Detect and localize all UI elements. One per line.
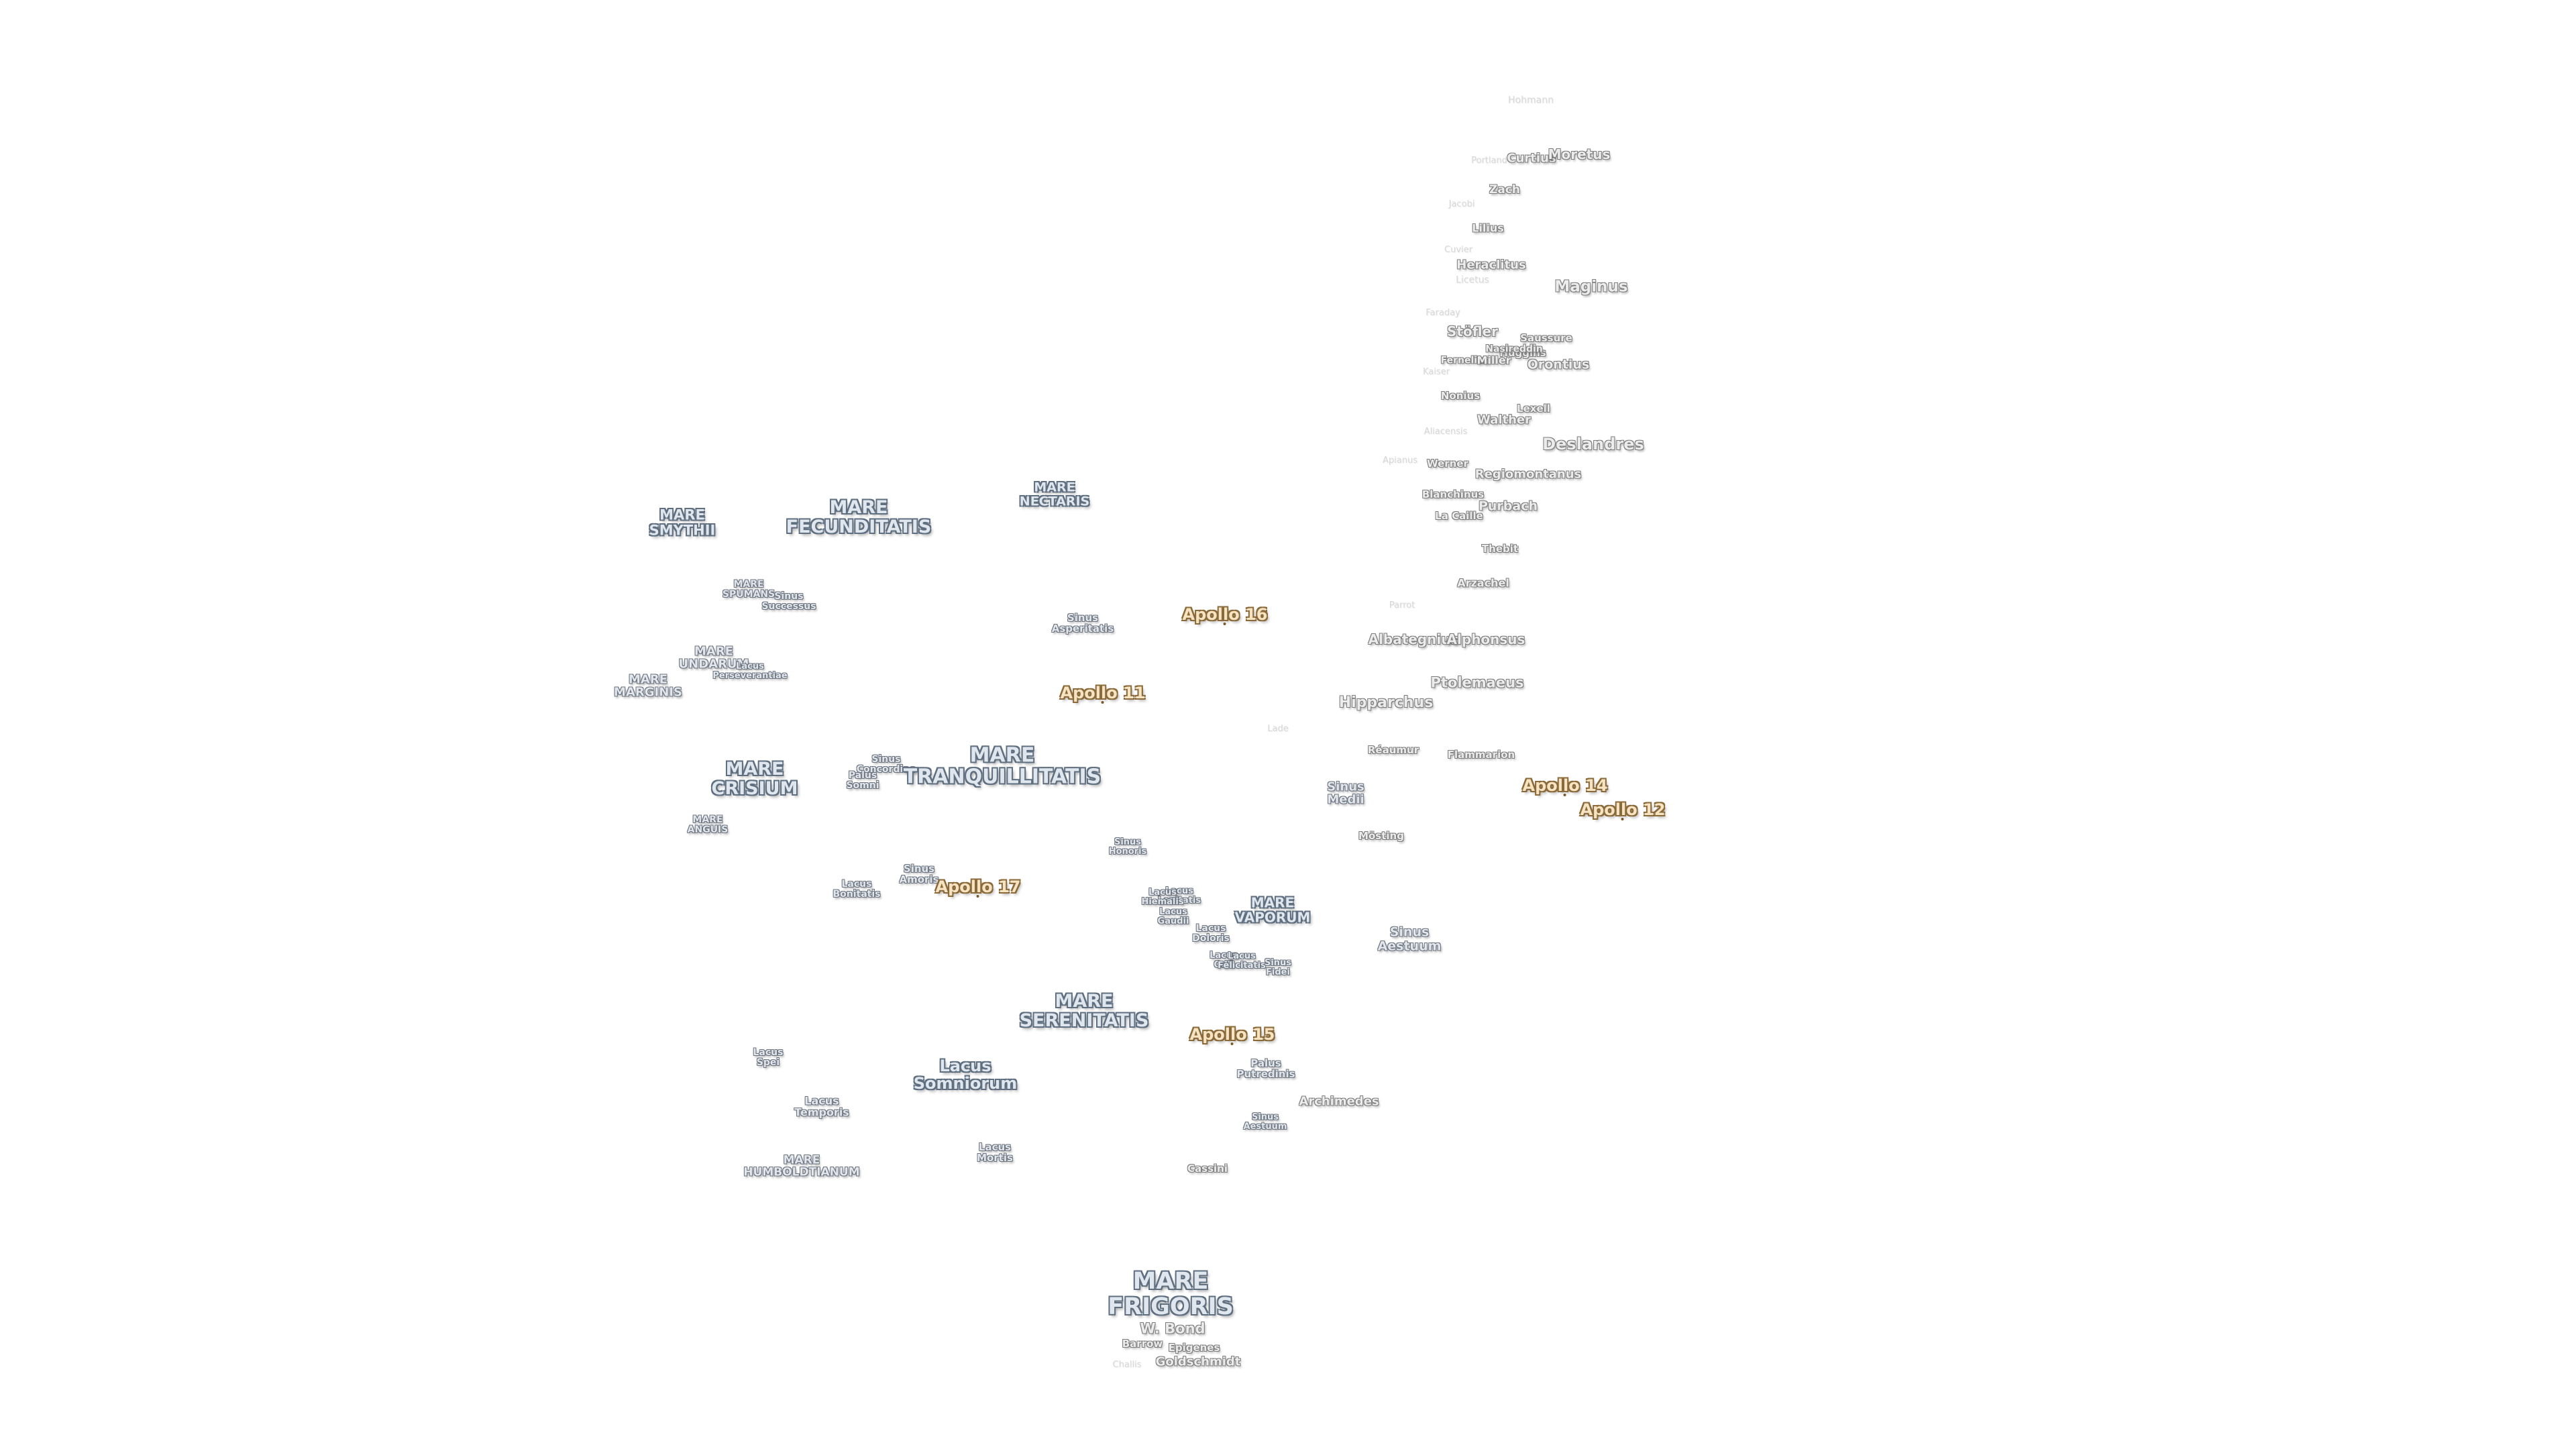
map-label-jacobi[interactable]: Jacobi (1448, 199, 1475, 209)
map-label-mare-tranquillitatis[interactable]: MARE TRANQUILLITATIS (903, 743, 1102, 789)
map-label-zach[interactable]: Zach (1489, 182, 1520, 197)
map-label-lilius[interactable]: Lilius (1472, 221, 1504, 235)
map-label-cuvier[interactable]: Cuvier (1444, 244, 1472, 255)
map-label-apollo-17[interactable]: Apollo 17 (935, 877, 1021, 898)
map-label-lacus-somniorum[interactable]: Lacus Somniorum (913, 1057, 1018, 1093)
map-label-mare-anguis[interactable]: MARE ANGUIS (687, 814, 729, 835)
map-label-kaiser[interactable]: Kaiser (1423, 366, 1450, 377)
map-label-orontius[interactable]: Orontius (1527, 357, 1590, 372)
map-label-lacus-felicitatis[interactable]: Lacus Felicitatis (1218, 951, 1266, 971)
map-label-fernelius[interactable]: Fernelius (1440, 355, 1490, 366)
map-label-aliacensis[interactable]: Aliacensis (1424, 426, 1468, 437)
map-label-sinus-aestuum[interactable]: Sinus Aestuum (1377, 924, 1442, 953)
map-label-apollo-14[interactable]: Apollo 14 (1522, 776, 1608, 796)
map-label-lacus-lenitatis[interactable]: Lacus Lenitatis (1157, 885, 1201, 906)
map-label-albategnius[interactable]: Albategnius (1368, 631, 1459, 648)
map-label-miller[interactable]: Miller (1477, 354, 1511, 367)
map-label-apollo-11[interactable]: Apollo 11 (1060, 684, 1146, 704)
map-label-alphonsus[interactable]: Alphonsus (1446, 631, 1525, 648)
map-label-sinus-medii[interactable]: Sinus Medii (1327, 780, 1364, 807)
map-label-mare-frigoris[interactable]: MARE FRIGORIS (1108, 1268, 1234, 1320)
map-label-arzachel[interactable]: Arzachel (1457, 576, 1509, 590)
map-label-lade[interactable]: Lade (1267, 723, 1289, 734)
map-label-epigenes[interactable]: Epigenes (1168, 1341, 1220, 1354)
map-label-heraclitus[interactable]: Heraclitus (1456, 258, 1526, 272)
map-label-apollo-16[interactable]: Apollo 16 (1182, 605, 1268, 625)
map-label-mare-humboldtianum[interactable]: MARE HUMBOLDTIANUM (743, 1153, 860, 1179)
map-label-deslandres[interactable]: Deslandres (1542, 435, 1644, 454)
map-label-cassini[interactable]: Cassini (1187, 1162, 1228, 1175)
map-label-mare-spumans[interactable]: MARE SPUMANS (722, 578, 775, 600)
map-label-palus-putredinis[interactable]: Palus Putredinis (1236, 1057, 1295, 1080)
map-label-sinus-honoris[interactable]: Sinus Honoris (1108, 837, 1147, 857)
map-label-moretus[interactable]: Moretus (1548, 146, 1611, 163)
map-label-lacus-bonitatis[interactable]: Lacus Bonitatis (833, 878, 881, 900)
map-label-lacus-mortis[interactable]: Lacus Mortis (977, 1140, 1013, 1164)
map-label-reaumur[interactable]: Réaumur (1367, 743, 1419, 756)
map-label-sinus-concordiae[interactable]: Sinus Concordiae (856, 753, 916, 775)
map-label-purbach[interactable]: Purbach (1478, 498, 1538, 514)
map-label-lacus-gaudii[interactable]: Lacus Gaudii (1157, 906, 1189, 926)
map-label-mare-undarum[interactable]: MARE UNDARUM (678, 644, 749, 672)
map-label-ptolemaeus[interactable]: Ptolemaeus (1430, 674, 1524, 691)
map-label-mare-serenitatis[interactable]: MARE SERENITATIS (1019, 990, 1149, 1031)
map-label-palus-somni[interactable]: Palus Somni (846, 769, 879, 791)
map-label-walther[interactable]: Walther (1477, 413, 1532, 427)
map-label-mare-smythii[interactable]: MARE SMYTHII (649, 506, 716, 538)
map-label-mosting[interactable]: Mösting (1358, 829, 1404, 842)
map-label-barrow[interactable]: Barrow (1122, 1337, 1163, 1350)
map-label-lacus-perseverantiae[interactable]: Lacus Perseverantiae (712, 661, 788, 681)
map-label-werner[interactable]: Werner (1427, 457, 1468, 470)
map-label-licetus[interactable]: Licetus (1456, 274, 1489, 286)
map-label-lacus-hiemalis[interactable]: Lacus Hiemalis (1141, 887, 1184, 907)
map-label-mare-marginis[interactable]: MARE MARGINIS (614, 672, 682, 700)
map-label-la-caille[interactable]: La Caille (1435, 509, 1483, 522)
map-label-goldschmidt[interactable]: Goldschmidt (1155, 1354, 1241, 1369)
map-label-challis[interactable]: Challis (1112, 1359, 1142, 1370)
map-label-sinus-asperitatis[interactable]: Sinus Asperitatis (1051, 611, 1114, 635)
map-label-lacus-spei[interactable]: Lacus Spei (753, 1046, 784, 1068)
map-label-nonius[interactable]: Nonius (1440, 389, 1481, 402)
map-label-mare-fecunditatis[interactable]: MARE FECUNDITATIS (786, 496, 932, 537)
map-label-thebit[interactable]: Thebit (1481, 542, 1519, 555)
map-label-flammarion[interactable]: Flammarion (1447, 748, 1515, 761)
map-label-sinus-successus[interactable]: Sinus Successus (761, 590, 816, 612)
map-label-faraday[interactable]: Faraday (1426, 307, 1460, 318)
map-label-archimedes[interactable]: Archimedes (1299, 1094, 1379, 1109)
map-label-regiomontanus[interactable]: Regiomontanus (1474, 467, 1582, 482)
map-label-saussure[interactable]: Saussure (1520, 331, 1572, 344)
map-label-lacus-temporis[interactable]: Lacus Temporis (794, 1094, 849, 1119)
map-label-portland[interactable]: Portland (1471, 155, 1507, 166)
map-label-lacus-doloris[interactable]: Lacus Doloris (1192, 922, 1230, 944)
map-label-sinus-aestuum-small[interactable]: Sinus Aestuum (1243, 1112, 1287, 1132)
map-label-maginus[interactable]: Maginus (1554, 278, 1628, 296)
map-label-mare-vaporum[interactable]: MARE VAPORUM (1234, 894, 1311, 925)
map-label-nasireddin[interactable]: Nasireddin (1485, 343, 1543, 355)
map-label-lacus-odii[interactable]: Lacus Odii (1210, 950, 1238, 970)
map-label-mare-crisium[interactable]: MARE CRISIUM (711, 758, 798, 799)
map-label-parrot[interactable]: Parrot (1389, 600, 1415, 610)
map-label-sinus-fidei[interactable]: Sinus Fidei (1264, 957, 1292, 977)
map-label-hohmann[interactable]: Hohmann (1508, 95, 1554, 106)
map-label-apianus[interactable]: Apianus (1383, 455, 1417, 466)
map-label-apollo-15[interactable]: Apollo 15 (1189, 1025, 1275, 1045)
map-label-apollo-12[interactable]: Apollo 12 (1580, 800, 1666, 820)
map-label-stofler[interactable]: Stöfler (1447, 323, 1498, 340)
map-label-hipparchus[interactable]: Hipparchus (1338, 694, 1434, 712)
map-label-huggins[interactable]: Huggins (1499, 346, 1546, 359)
map-label-sinus-amoris[interactable]: Sinus Amoris (899, 862, 939, 885)
map-label-lexell[interactable]: Lexell (1517, 402, 1550, 415)
map-label-w-bond[interactable]: W. Bond (1140, 1320, 1205, 1337)
map-label-blanchinus[interactable]: Blanchinus (1421, 488, 1485, 500)
map-label-curtius[interactable]: Curtius (1507, 151, 1556, 166)
map-label-mare-nectaris[interactable]: MARE NECTARIS (1019, 480, 1090, 508)
